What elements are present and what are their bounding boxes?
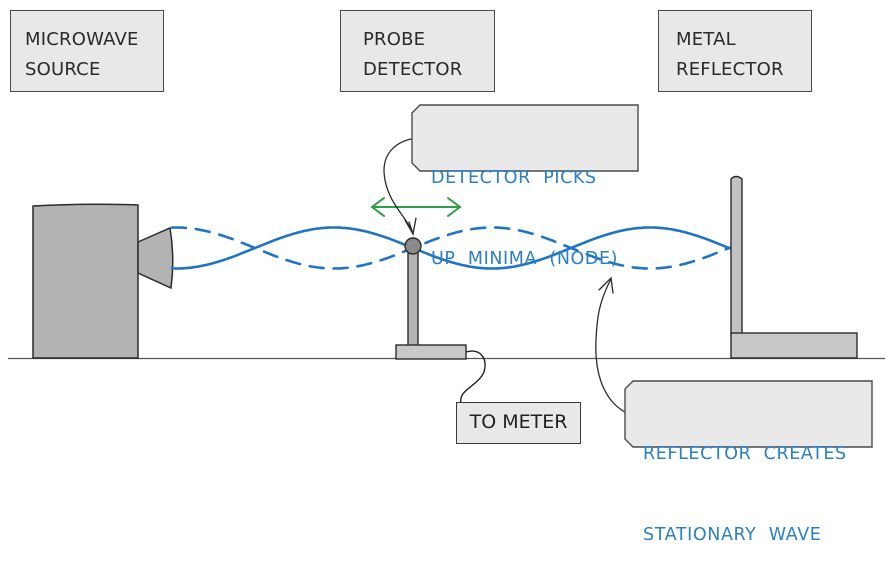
metal-reflector bbox=[730, 175, 858, 359]
label-line: DETECTOR bbox=[363, 59, 463, 80]
label-line: SOURCE bbox=[25, 59, 101, 80]
reflector-base bbox=[730, 332, 858, 359]
horn-antenna bbox=[137, 226, 174, 290]
diagram-canvas bbox=[8, 104, 885, 448]
callout-line: STATIONARY WAVE bbox=[643, 525, 822, 545]
source-body bbox=[32, 203, 139, 359]
probe-rod bbox=[407, 249, 419, 347]
callout-reflector-tag bbox=[624, 380, 873, 448]
microwave-source bbox=[32, 203, 174, 359]
callout-line: UP MINIMA (NODE) bbox=[431, 249, 619, 269]
label-microwave-source: MICROWAVE SOURCE bbox=[10, 10, 164, 92]
double-arrow-icon bbox=[370, 197, 462, 217]
label-line: METAL bbox=[676, 29, 736, 50]
probe-detector bbox=[395, 237, 486, 409]
callout-line: REFLECTOR CREATES bbox=[643, 444, 847, 464]
label-probe-detector: PROBE DETECTOR bbox=[340, 10, 495, 92]
callout-line: DETECTOR PICKS bbox=[431, 168, 597, 188]
probe-tip bbox=[404, 237, 422, 255]
to-meter-label: TO METER bbox=[456, 402, 581, 444]
callout-detector-text: DETECTOR PICKS UP MINIMA (NODE) bbox=[431, 111, 618, 300]
label-line: MICROWAVE bbox=[25, 29, 139, 50]
wave-envelope-solid bbox=[170, 226, 732, 270]
label-line: REFLECTOR bbox=[676, 59, 784, 80]
callout-reflector-text: REFLECTOR CREATES STATIONARY WAVE bbox=[643, 387, 847, 576]
wave-envelope-dashed bbox=[170, 226, 732, 270]
callout-detector-tag bbox=[411, 104, 639, 172]
label-metal-reflector: METAL REFLECTOR bbox=[658, 10, 812, 92]
probe-base bbox=[395, 344, 467, 360]
label-line: PROBE bbox=[363, 29, 426, 50]
reflector-plate bbox=[730, 175, 743, 336]
